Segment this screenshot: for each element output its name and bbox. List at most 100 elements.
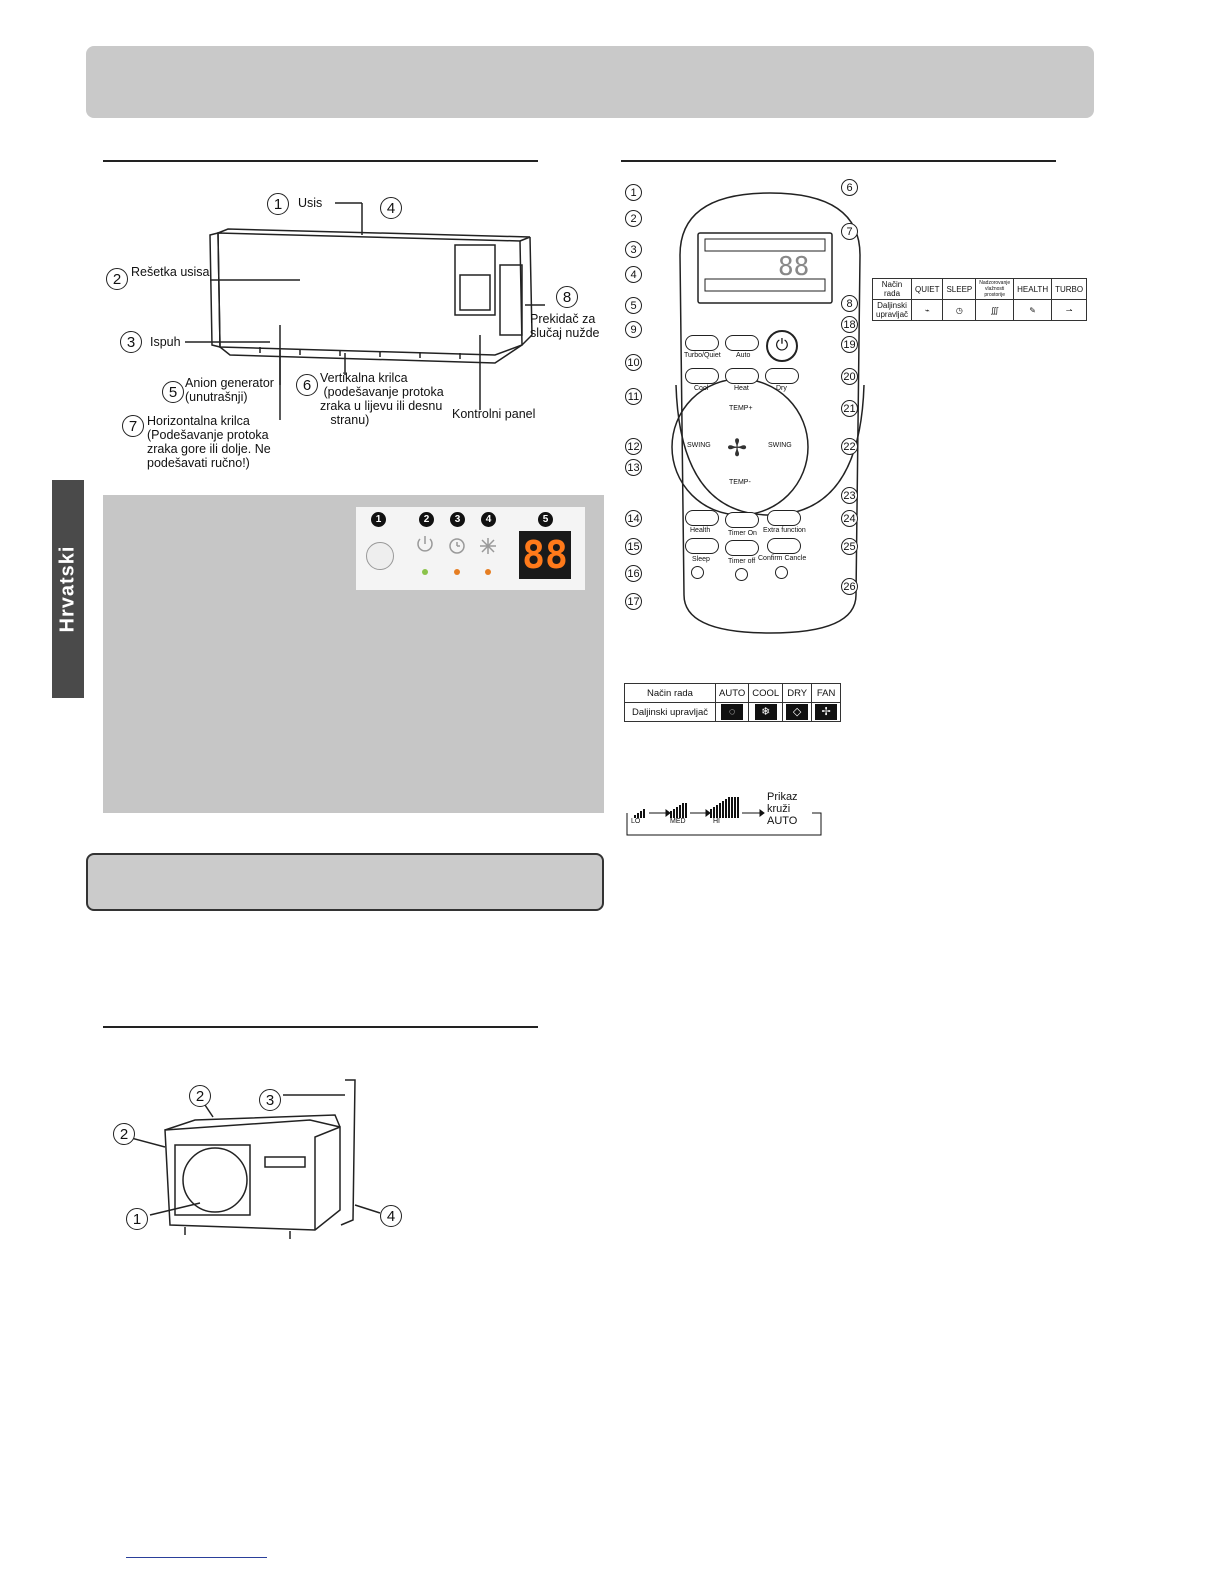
remote-num-10: 10 (625, 354, 642, 371)
health-button[interactable] (685, 510, 719, 526)
mode-header-auto: AUTO (714, 683, 750, 703)
remote-num-16: 16 (625, 565, 642, 582)
mode-header-cool: COOL (748, 683, 784, 703)
power-icon (417, 538, 433, 552)
remote-num-20: 20 (841, 368, 858, 385)
turbo-quiet-button[interactable] (685, 335, 719, 351)
humidity-icon: ∭ (975, 299, 1015, 321)
indoor-label-7-text: Horizontalna krilca (Podešavanje protoka… (147, 414, 271, 470)
dry-button[interactable] (765, 368, 799, 384)
quiet-icon: ⌁ (911, 299, 944, 321)
indoor-label-5-text: Anion generator (unutrašnji) (185, 376, 274, 404)
display-number-3: 3 (450, 512, 465, 527)
section-rule-remote (621, 160, 1056, 162)
indoor-label-7-number: 7 (122, 415, 144, 437)
footer-link-rule (126, 1557, 267, 1558)
display-number-4: 4 (481, 512, 496, 527)
remote-num-25: 25 (841, 538, 858, 555)
outdoor-label-3-number: 3 (259, 1089, 281, 1111)
timer-on-label: Timer On (728, 530, 757, 537)
auto-button[interactable] (725, 335, 759, 351)
remote-num-15: 15 (625, 538, 642, 555)
function-header-sleep: SLEEP (942, 278, 977, 300)
remote-num-18: 18 (841, 316, 858, 333)
indoor-unit-diagram (185, 202, 545, 420)
snowflake-icon: ❄ (754, 704, 777, 720)
drop-icon: ◇ (786, 704, 809, 720)
health-label: Health (690, 527, 711, 534)
svg-text:88: 88 (778, 252, 809, 282)
remote-num-21: 21 (841, 400, 858, 417)
remote-num-11: 11 (625, 388, 642, 405)
temp-minus-button[interactable]: TEMP- (729, 479, 751, 486)
indoor-label-3-text: Ispuh (150, 335, 181, 349)
mode-table: Način rada AUTO COOL DRY FAN Daljinski u… (624, 683, 842, 722)
remote-num-2: 2 (625, 210, 642, 227)
mode-row-label: Daljinski upravljač (624, 702, 716, 722)
indoor-label-1-text: Usis (298, 196, 323, 210)
remote-num-9: 9 (625, 321, 642, 338)
auto-icon: ◌ (721, 704, 744, 720)
led-power (422, 569, 428, 575)
remote-num-24: 24 (841, 510, 858, 527)
timer-off-button[interactable] (725, 540, 759, 556)
display-number-1: 1 (371, 512, 386, 527)
display-number-2: 2 (419, 512, 434, 527)
function-table: Način rada QUIET SLEEP Nadzorovanje vlaž… (871, 278, 1088, 321)
timer-on-button[interactable] (725, 512, 759, 528)
outdoor-label-2-top-number: 2 (189, 1085, 211, 1107)
turbo-quiet-label: Turbo/Quiet (684, 352, 721, 359)
remote-num-13: 13 (625, 459, 642, 476)
fan-icon: ✢ (815, 704, 838, 720)
indoor-label-2-number: 2 (106, 268, 128, 290)
fan-button[interactable]: ✢ (727, 434, 747, 463)
fan-speed-diagram (626, 797, 822, 836)
confirm-cancel-label: Confirm Cancle (758, 555, 807, 562)
function-header-quiet: QUIET (911, 278, 944, 300)
outdoor-label-1-number: 1 (126, 1208, 148, 1230)
remote-num-19: 19 (841, 336, 858, 353)
remote-num-12: 12 (625, 438, 642, 455)
power-button[interactable]: ⏻ (766, 330, 798, 362)
display-icons (417, 536, 496, 554)
timer-icon (449, 538, 465, 554)
cool-label: Cool (694, 385, 709, 392)
remote-num-17: 17 (625, 593, 642, 610)
extra-function-button[interactable] (767, 510, 801, 526)
remote-num-22: 22 (841, 438, 858, 455)
header-bar (86, 46, 1094, 118)
remote-num-7: 7 (841, 223, 858, 240)
indoor-label-8-text: Prekidač za slučaj nužde (530, 312, 600, 340)
auto-label: Auto (736, 352, 751, 359)
dry-label: Dry (776, 385, 787, 392)
indoor-label-1-number: 1 (267, 193, 289, 215)
small-button-right[interactable] (775, 566, 788, 579)
cool-button[interactable] (685, 368, 719, 384)
confirm-cancel-button[interactable] (767, 538, 801, 554)
outdoor-unit-diagram (119, 1079, 381, 1239)
note-box (86, 853, 604, 911)
heat-label: Heat (734, 385, 749, 392)
swing-horizontal-button[interactable]: SWING (768, 442, 792, 449)
function-header-turbo: TURBO (1051, 278, 1088, 300)
led-timer (454, 569, 460, 575)
sleep-button[interactable] (685, 538, 719, 554)
remote-num-26: 26 (841, 578, 858, 595)
display-number-5: 5 (538, 512, 553, 527)
small-button-left[interactable] (691, 566, 704, 579)
indoor-label-5-number: 5 (162, 381, 184, 403)
function-header-humidity: Nadzorovanje vlažnosti prostorije (975, 278, 1015, 300)
mode-header-fan: FAN (811, 683, 842, 703)
temp-plus-button[interactable]: TEMP+ (729, 405, 753, 412)
small-button-mid[interactable] (735, 568, 748, 581)
fan-speed-cycle-text: Prikaz kruži AUTO (767, 791, 798, 827)
remote-num-5: 5 (625, 297, 642, 314)
section-rule-outdoor (103, 1026, 538, 1028)
remote-num-1: 1 (625, 184, 642, 201)
function-row-label: Daljinski upravljač (871, 299, 913, 321)
heat-button[interactable] (725, 368, 759, 384)
swing-vertical-button[interactable]: SWING (687, 442, 711, 449)
health-icon: ✎ (1013, 299, 1053, 321)
indoor-label-3-number: 3 (120, 331, 142, 353)
seven-segment-display: 88 (519, 531, 571, 579)
